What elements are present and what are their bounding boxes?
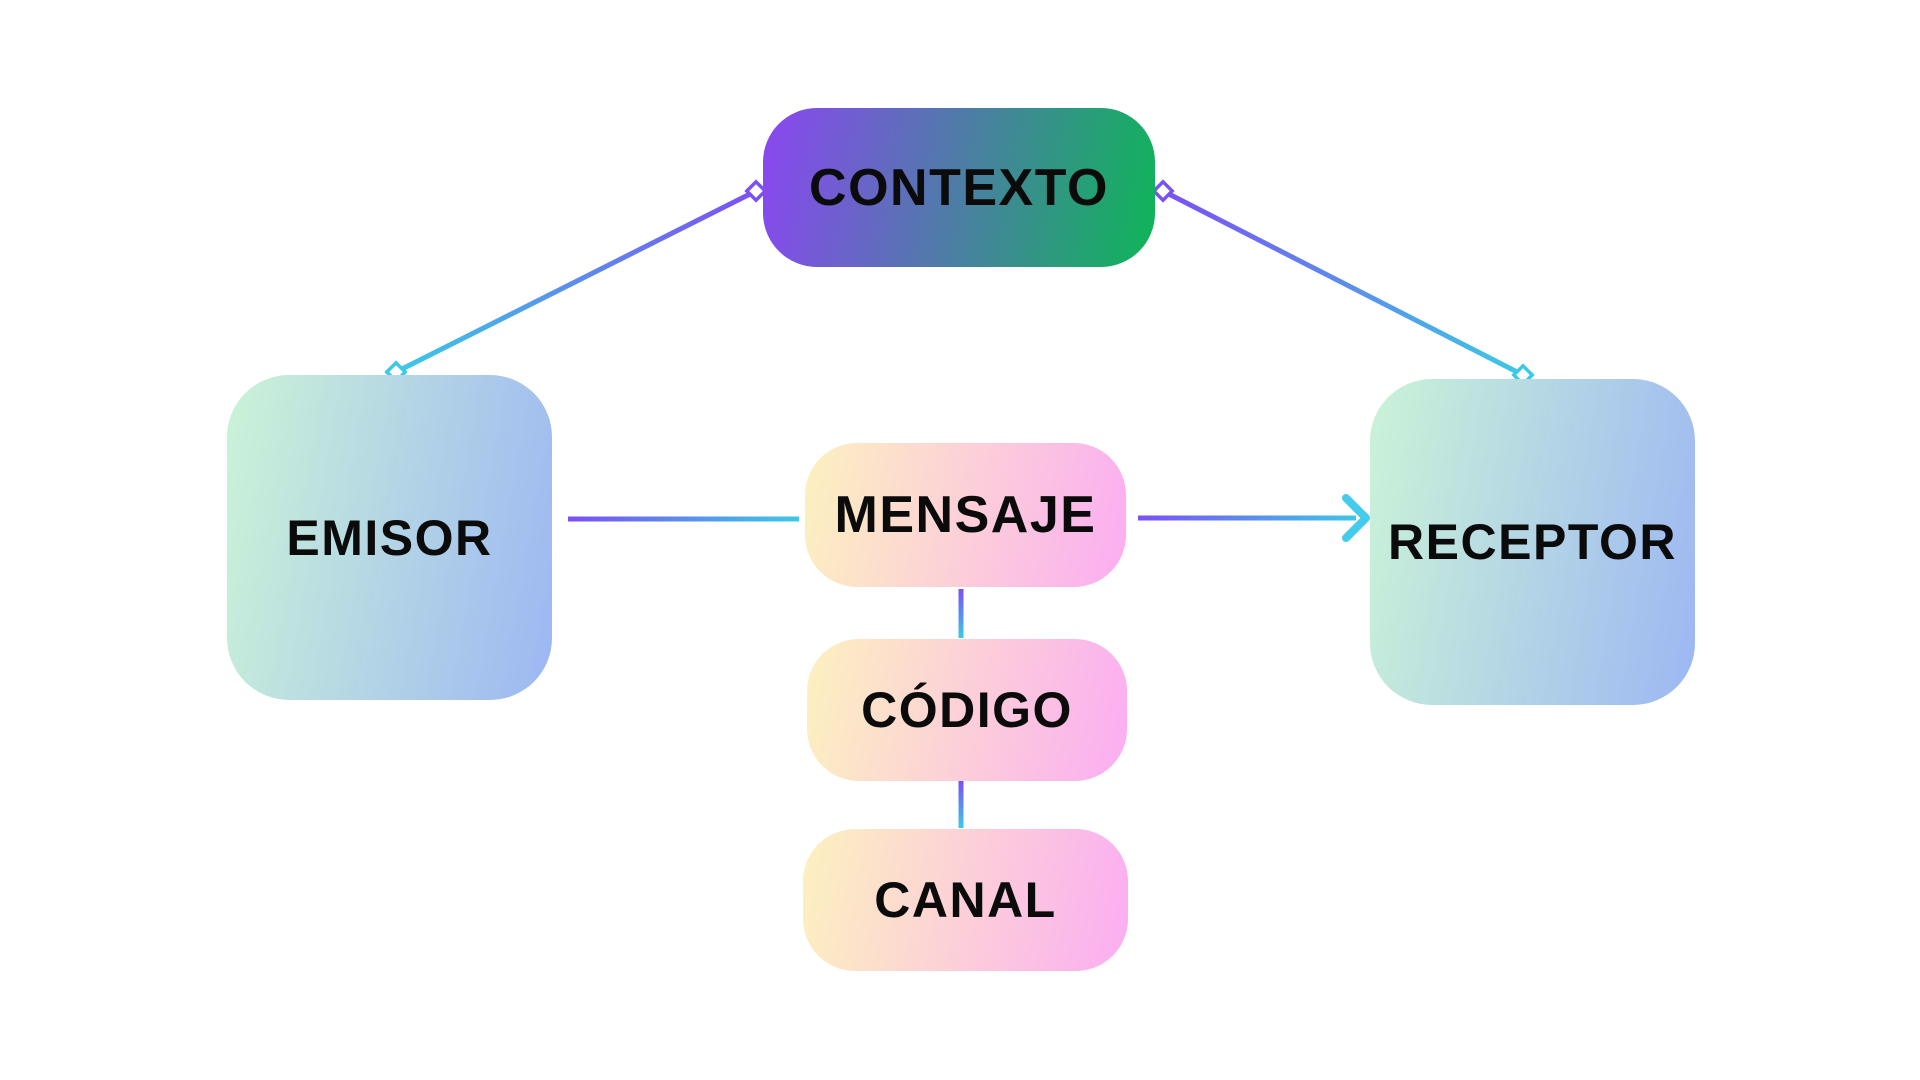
node-contexto-label: CONTEXTO [809, 158, 1109, 217]
connector-contexto-emisor [394, 188, 758, 375]
node-receptor: RECEPTOR [1370, 379, 1695, 705]
node-canal-label: CANAL [874, 872, 1057, 928]
diamond-anchor-contexto-left-icon [744, 179, 768, 203]
node-canal: CANAL [803, 829, 1128, 971]
connector-contexto-receptor [1161, 188, 1525, 378]
node-codigo-label: CÓDIGO [861, 682, 1073, 738]
diamond-anchor-contexto-right-icon [1151, 179, 1175, 203]
node-codigo: CÓDIGO [807, 639, 1127, 781]
node-mensaje-label: MENSAJE [834, 486, 1097, 544]
node-receptor-label: RECEPTOR [1388, 514, 1677, 570]
node-emisor-label: EMISOR [286, 509, 493, 566]
node-mensaje: MENSAJE [805, 443, 1126, 587]
node-contexto: CONTEXTO [763, 108, 1155, 267]
node-emisor: EMISOR [227, 375, 552, 700]
arrowhead-icon [1342, 494, 1370, 542]
